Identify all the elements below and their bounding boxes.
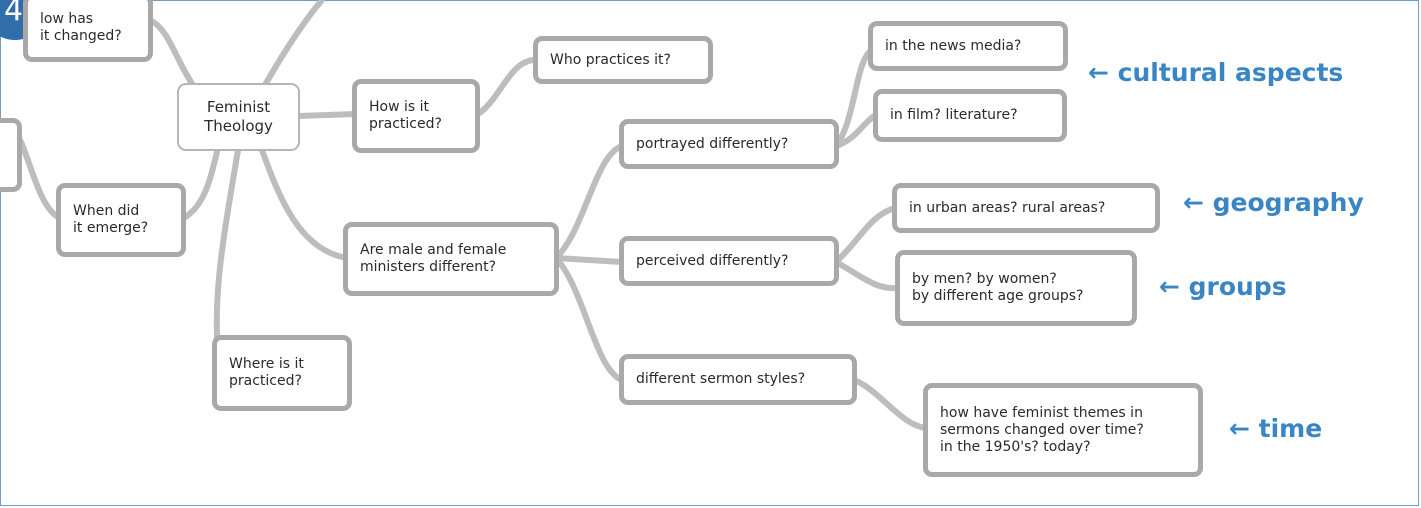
edge-center-how-practiced bbox=[295, 111, 359, 119]
edge-mf-perceived bbox=[553, 255, 625, 265]
node-in-film-literature[interactable]: in film? literature? bbox=[873, 89, 1067, 142]
step-number: 4 bbox=[4, 0, 24, 28]
edge-perceived-urban bbox=[833, 205, 898, 265]
edge-center-how-changed bbox=[147, 17, 198, 91]
node-male-female-ministers[interactable]: Are male and female ministers different? bbox=[343, 222, 559, 296]
node-where-is-it-practiced[interactable]: Where is it practiced? bbox=[212, 335, 352, 411]
node-different-sermon-styles[interactable]: different sermon styles? bbox=[619, 354, 857, 405]
node-men-women-age-groups[interactable]: by men? by women? by different age group… bbox=[895, 250, 1137, 326]
node-how-has-it-changed[interactable]: low has it changed? bbox=[23, 0, 153, 62]
node-feminist-theology[interactable]: Feminist Theology bbox=[177, 83, 300, 151]
annotation-time: ← time bbox=[1229, 414, 1323, 443]
edge-center-male-female bbox=[259, 147, 350, 261]
edge-sermon-themes bbox=[851, 377, 929, 431]
edge-perceived-men bbox=[833, 259, 901, 292]
node-who-practices-it[interactable]: Who practices it? bbox=[533, 36, 713, 84]
node-when-did-it-emerge[interactable]: When did it emerge? bbox=[56, 183, 186, 257]
annotation-cultural-aspects: ← cultural aspects bbox=[1088, 58, 1344, 87]
node-how-is-it-practiced[interactable]: How is it practiced? bbox=[352, 79, 480, 153]
node-portrayed-differently[interactable]: portrayed differently? bbox=[619, 119, 839, 169]
node-urban-rural[interactable]: in urban areas? rural areas? bbox=[892, 183, 1160, 233]
node-perceived-differently[interactable]: perceived differently? bbox=[619, 236, 839, 286]
node-feminist-themes-over-time[interactable]: how have feminist themes in sermons chan… bbox=[923, 383, 1203, 477]
edge-portrayed-news bbox=[833, 47, 875, 149]
edge-center-top bbox=[262, 0, 325, 88]
node-left-partial[interactable] bbox=[0, 118, 22, 192]
edge-how-practiced-who bbox=[475, 57, 538, 117]
edge-mf-portrayed bbox=[553, 143, 625, 261]
annotation-groups: ← groups bbox=[1159, 272, 1287, 301]
edge-mf-sermon bbox=[553, 255, 625, 383]
edge-center-when-emerge bbox=[181, 145, 221, 221]
node-in-the-news-media[interactable]: in the news media? bbox=[868, 21, 1068, 71]
edge-left-when bbox=[17, 137, 63, 221]
annotation-geography: ← geography bbox=[1183, 188, 1364, 217]
